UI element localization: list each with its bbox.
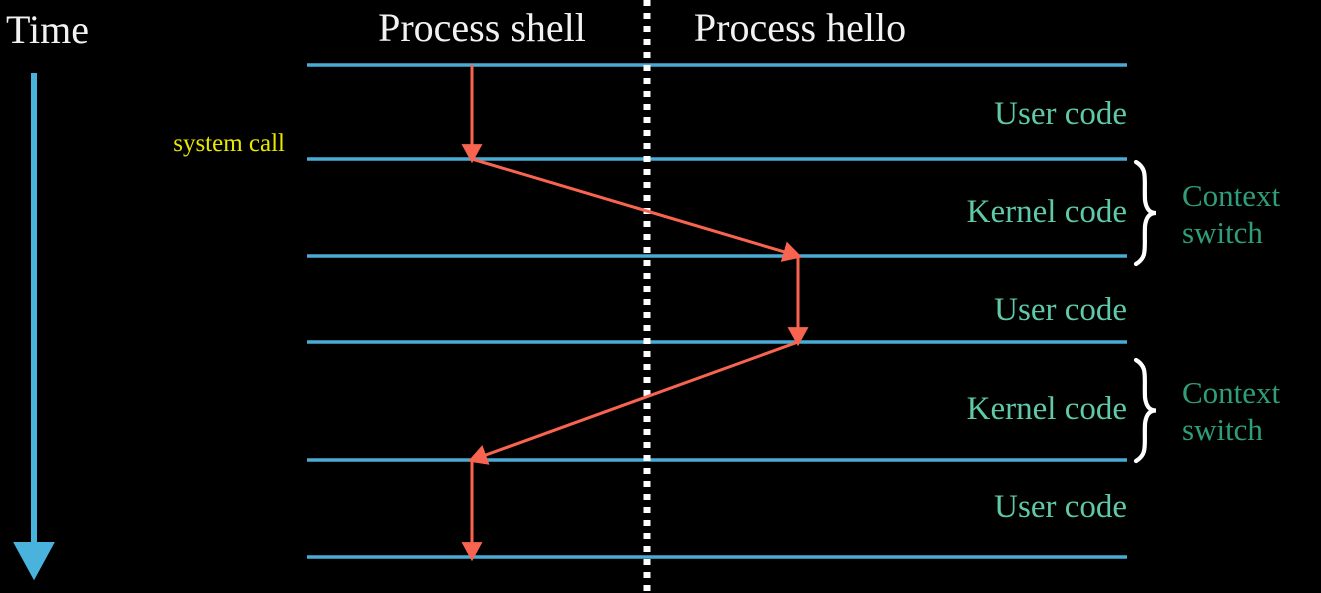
mode-label-kernel-code-2: Kernel code <box>966 391 1127 427</box>
mode-label-kernel-code-1: Kernel code <box>966 194 1127 230</box>
mode-label-user-code-1: User code <box>994 96 1127 132</box>
context-switch-braces <box>1133 159 1157 464</box>
context-switch-line-1: Context <box>1182 375 1281 410</box>
context-switch-line-2: switch <box>1182 411 1263 447</box>
column-title-process-hello: Process hello <box>693 5 907 50</box>
column-title-process-shell: Process shell <box>378 5 586 50</box>
execution-arrow-diagonal-to-shell-kernel <box>467 340 799 465</box>
mode-label-user-code-3: User code <box>994 489 1127 525</box>
execution-arrow-diagonal-to-hello-kernel <box>471 157 803 262</box>
mode-label-user-code-2: User code <box>994 292 1127 328</box>
time-axis-label: Time <box>6 7 90 52</box>
curly-brace <box>1133 159 1157 267</box>
context-switch-label-2: Context switch <box>1182 375 1280 448</box>
context-switch-line-2: switch <box>1182 214 1263 250</box>
context-switch-line-1: Context <box>1182 178 1281 213</box>
execution-path-arrows <box>461 65 809 562</box>
system-call-label: system call <box>173 130 285 157</box>
mode-boundary-lines <box>307 63 1127 559</box>
curly-brace <box>1133 357 1157 464</box>
context-switch-label-1: Context switch <box>1182 178 1280 251</box>
